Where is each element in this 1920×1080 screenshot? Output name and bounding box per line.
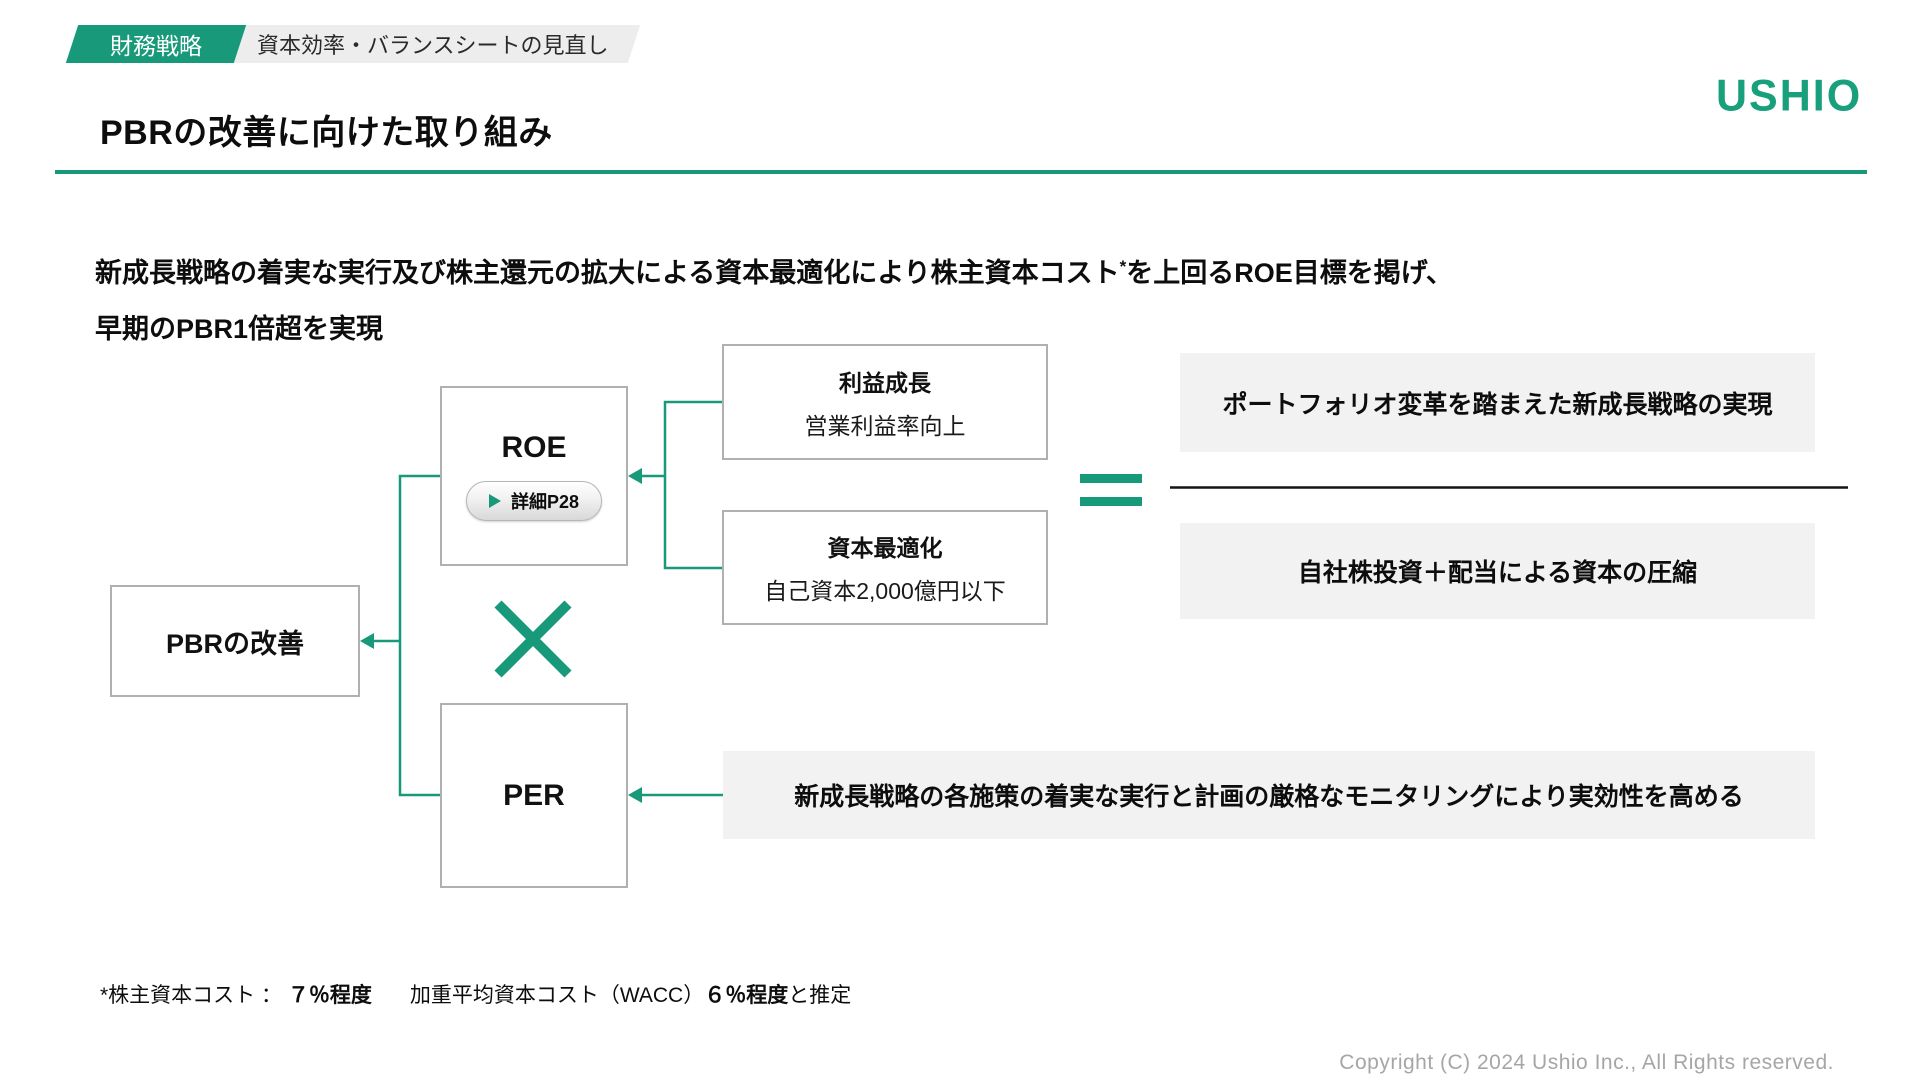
connector-left-bracket [398, 474, 440, 797]
multiply-icon [494, 600, 572, 678]
pbr-box-label: PBRの改善 [165, 628, 304, 659]
profit-growth-box: 利益成長 営業利益率向上 [722, 344, 1048, 460]
equals-icon [1080, 474, 1142, 506]
detail-button-label: 詳細P28 [510, 492, 580, 512]
per-note-panel: 新成長戦略の各施策の着実な実行と計画の厳格なモニタリングにより実効性を高める [723, 751, 1815, 839]
arrow-left-icon [360, 633, 374, 649]
ushio-logo: USHIO [1716, 71, 1863, 121]
lead-line-1: 新成長戦略の着実な実行及び株主還元の拡大による資本最適化により株主資本コスト*を… [95, 257, 1453, 288]
lead-text: 新成長戦略の着実な実行及び株主還元の拡大による資本最適化により株主資本コスト*を… [95, 239, 1453, 357]
per-box-label: PER [503, 778, 565, 812]
lead-line-2: 早期のPBR1倍超を実現 [95, 314, 384, 344]
footnote-prefix: *株主資本コスト ： [100, 984, 288, 1007]
detail-button[interactable]: 詳細P28 [465, 481, 603, 521]
copyright: Copyright (C) 2024 Ushio Inc., All Right… [1339, 1051, 1834, 1074]
footnote-cost-value: ７％程度 [287, 984, 372, 1007]
capital-optimization-title: 資本最適化 [827, 535, 943, 561]
equation-numerator-panel: ポートフォリオ変革を踏まえた新成長戦略の実現 [1180, 353, 1815, 452]
page-title: PBRの改善に向けた取り組み [100, 113, 553, 152]
section-tab-label: 資本効率・バランスシートの見直し [257, 33, 609, 58]
capital-optimization-box: 資本最適化 自己資本2,000億円以下 [722, 510, 1048, 625]
profit-growth-title: 利益成長 [839, 369, 931, 396]
footnote-wacc-value: ６％程度 [704, 984, 789, 1007]
footnote-suffix: と推定 [788, 984, 852, 1007]
pbr-box: PBRの改善 [110, 585, 360, 697]
section-tab: 資本効率・バランスシートの見直し [225, 25, 641, 63]
footnote: *株主資本コスト ： ７％程度 加重平均資本コスト（WACC）６％程度と推定 [100, 979, 851, 1009]
roe-box-label: ROE [501, 431, 567, 464]
footnote-middle: 加重平均資本コスト（WACC） [409, 984, 705, 1007]
connector-right-bracket [663, 400, 722, 570]
category-badge-label: 財務戦略 [110, 33, 202, 59]
roe-box: ROE 詳細P28 [440, 386, 628, 566]
arrow-left-icon [628, 468, 642, 484]
equation-denominator-panel: 自社株投資＋配当による資本の圧縮 [1180, 523, 1815, 619]
per-box: PER [440, 703, 628, 888]
arrow-left-icon [628, 787, 642, 803]
category-badge: 財務戦略 [65, 25, 247, 63]
title-divider [55, 170, 1867, 174]
profit-growth-subtitle: 営業利益率向上 [804, 412, 966, 439]
capital-optimization-subtitle: 自己資本2,000億円以下 [764, 578, 1006, 604]
play-icon [488, 494, 501, 508]
footnote-marker: * [1119, 257, 1127, 276]
